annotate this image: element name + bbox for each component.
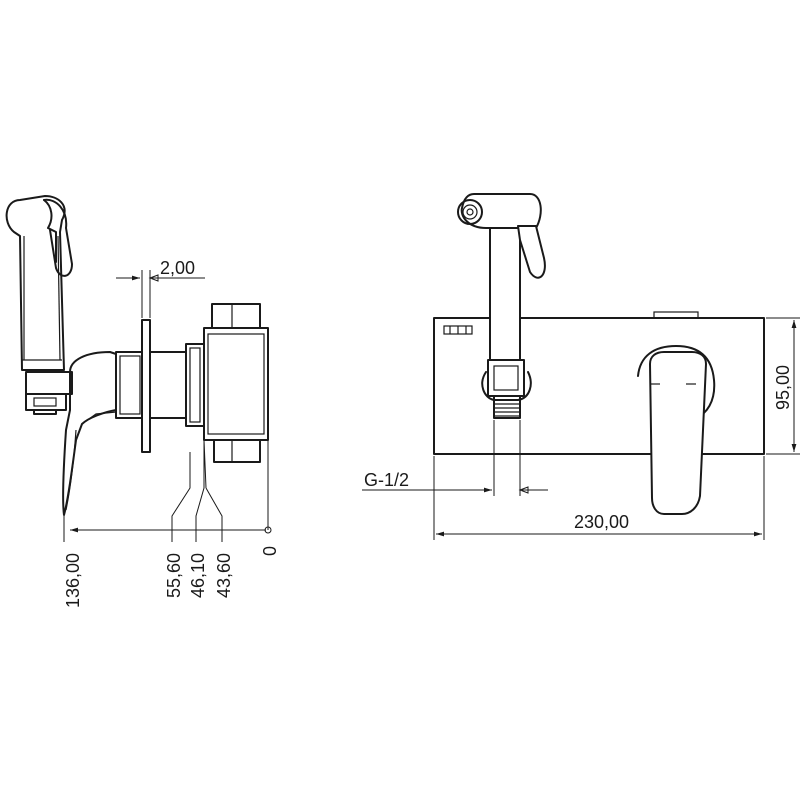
dim-width: 230,00 <box>433 456 765 540</box>
dim-plate-thickness: 2,00 <box>116 258 205 318</box>
hose-connector-side <box>25 371 73 415</box>
lever-handle-side <box>62 351 117 516</box>
dim-a-label: 55,60 <box>164 553 184 598</box>
shower-head-front <box>457 193 546 419</box>
width-label: 230,00 <box>574 512 629 532</box>
dim-total-label: 136,00 <box>63 553 83 608</box>
side-view: 2,00 136,00 55,60 46,10 43,60 0 <box>5 195 280 608</box>
dim-c-label: 43,60 <box>214 553 234 598</box>
lever-handle-front <box>637 345 716 515</box>
top-tab <box>653 311 699 319</box>
dim-baseline <box>63 439 272 542</box>
dim-height: 95,00 <box>766 317 800 455</box>
front-view: G-1/2 230,00 95,00 <box>362 193 800 540</box>
in-wall-box-side <box>149 303 269 463</box>
dim-plate-label: 2,00 <box>160 258 195 278</box>
dim-zero-label: 0 <box>260 546 280 556</box>
logo-badge <box>443 325 473 335</box>
valve-body-side <box>115 351 143 419</box>
dim-thread: G-1/2 <box>362 420 548 496</box>
faceplate-front <box>433 317 765 455</box>
height-label: 95,00 <box>773 365 793 410</box>
wall-plate-side <box>141 319 151 453</box>
dim-b-label: 46,10 <box>188 553 208 598</box>
thread-label: G-1/2 <box>364 470 409 490</box>
shower-head-side <box>5 195 73 371</box>
